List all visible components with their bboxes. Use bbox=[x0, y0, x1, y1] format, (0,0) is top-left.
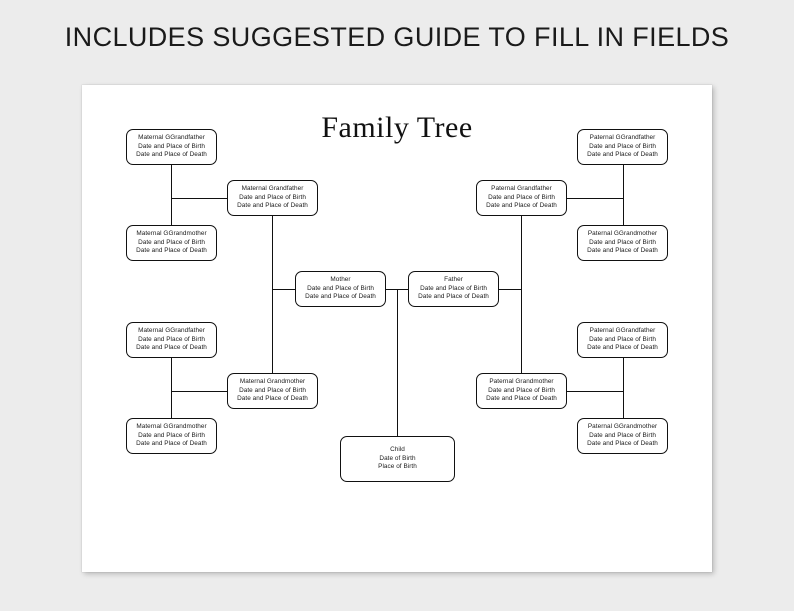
node-line-3: Date and Place of Death bbox=[587, 440, 658, 448]
connector-maternal-grandfather-stub bbox=[171, 198, 227, 200]
node-line-2: Date and Place of Birth bbox=[239, 193, 306, 201]
node-line-2: Date and Place of Birth bbox=[488, 193, 555, 201]
node-line-2: Date and Place of Birth bbox=[239, 386, 306, 394]
connector-paternal-lower-spine bbox=[623, 358, 625, 442]
connector-maternal-upper-spine bbox=[171, 165, 173, 249]
family-tree-sheet: Family Tree Maternal GGrandfather Date a… bbox=[82, 85, 712, 572]
node-line-1: Paternal GGrandmother bbox=[587, 423, 658, 431]
node-line-2: Date and Place of Birth bbox=[138, 431, 205, 439]
node-line-3: Date and Place of Death bbox=[587, 344, 658, 352]
node-paternal-ggrandmother-1[interactable]: Paternal GGrandmother Date and Place of … bbox=[577, 225, 668, 261]
banner-title: INCLUDES SUGGESTED GUIDE TO FILL IN FIEL… bbox=[64, 22, 730, 52]
node-line-1: Child bbox=[390, 446, 405, 454]
node-maternal-ggrandfather-2[interactable]: Maternal GGrandfather Date and Place of … bbox=[126, 322, 217, 358]
node-maternal-ggrandfather-1[interactable]: Maternal GGrandfather Date and Place of … bbox=[126, 129, 217, 165]
node-maternal-grandmother[interactable]: Maternal Grandmother Date and Place of B… bbox=[227, 373, 318, 409]
node-line-3: Date and Place of Death bbox=[418, 293, 489, 301]
chart-title: Family Tree bbox=[321, 111, 473, 144]
node-line-1: Mother bbox=[330, 276, 351, 284]
connector-paternal-upper-spine bbox=[623, 165, 625, 249]
connector-paternal-grandfather-stub bbox=[567, 198, 623, 200]
node-line-1: Paternal GGrandmother bbox=[587, 230, 658, 238]
node-father[interactable]: Father Date and Place of Birth Date and … bbox=[408, 271, 499, 307]
node-maternal-ggrandmother-2[interactable]: Maternal GGrandmother Date and Place of … bbox=[126, 418, 217, 454]
node-line-2: Date and Place of Birth bbox=[138, 238, 205, 246]
node-line-1: Maternal GGrandfather bbox=[138, 327, 205, 335]
node-line-2: Date and Place of Birth bbox=[307, 284, 374, 292]
node-line-1: Paternal GGrandfather bbox=[589, 327, 656, 335]
node-line-2: Date and Place of Birth bbox=[420, 284, 487, 292]
node-maternal-grandfather[interactable]: Maternal Grandfather Date and Place of B… bbox=[227, 180, 318, 216]
node-line-1: Maternal GGrandmother bbox=[136, 423, 207, 431]
node-line-3: Date and Place of Death bbox=[486, 395, 557, 403]
node-line-1: Maternal Grandmother bbox=[239, 378, 306, 386]
connector-maternal-mid-spine bbox=[272, 216, 274, 373]
node-line-3: Date and Place of Death bbox=[136, 344, 207, 352]
node-line-3: Date and Place of Death bbox=[486, 202, 557, 210]
connector-paternal-mid-spine bbox=[521, 216, 523, 373]
node-paternal-ggrandmother-2[interactable]: Paternal GGrandmother Date and Place of … bbox=[577, 418, 668, 454]
node-line-1: Maternal GGrandfather bbox=[138, 134, 205, 142]
node-line-2: Date and Place of Birth bbox=[589, 431, 656, 439]
node-line-3: Date and Place of Death bbox=[136, 151, 207, 159]
node-line-3: Date and Place of Death bbox=[237, 202, 308, 210]
node-line-3: Date and Place of Death bbox=[587, 247, 658, 255]
node-line-1: Paternal Grandfather bbox=[491, 185, 552, 193]
node-line-2: Date and Place of Birth bbox=[138, 335, 205, 343]
connector-maternal-grandmother-stub bbox=[171, 391, 227, 393]
node-line-3: Place of Birth bbox=[378, 463, 417, 471]
node-paternal-grandfather[interactable]: Paternal Grandfather Date and Place of B… bbox=[476, 180, 567, 216]
node-line-2: Date and Place of Birth bbox=[589, 142, 656, 150]
node-line-1: Father bbox=[444, 276, 463, 284]
node-line-2: Date and Place of Birth bbox=[589, 335, 656, 343]
node-line-3: Date and Place of Death bbox=[136, 440, 207, 448]
node-line-2: Date and Place of Birth bbox=[138, 142, 205, 150]
node-maternal-ggrandmother-1[interactable]: Maternal GGrandmother Date and Place of … bbox=[126, 225, 217, 261]
connector-child-descent bbox=[397, 289, 399, 436]
node-mother[interactable]: Mother Date and Place of Birth Date and … bbox=[295, 271, 386, 307]
node-line-1: Paternal GGrandfather bbox=[589, 134, 656, 142]
connector-maternal-lower-spine bbox=[171, 358, 173, 442]
node-line-3: Date and Place of Death bbox=[305, 293, 376, 301]
node-line-1: Paternal Grandmother bbox=[489, 378, 554, 386]
node-line-3: Date and Place of Death bbox=[587, 151, 658, 159]
node-paternal-ggrandfather-2[interactable]: Paternal GGrandfather Date and Place of … bbox=[577, 322, 668, 358]
connector-father-stub bbox=[499, 289, 522, 291]
node-line-1: Maternal Grandfather bbox=[241, 185, 304, 193]
connector-mother-stub bbox=[272, 289, 295, 291]
node-paternal-ggrandfather-1[interactable]: Paternal GGrandfather Date and Place of … bbox=[577, 129, 668, 165]
node-line-2: Date and Place of Birth bbox=[488, 386, 555, 394]
node-paternal-grandmother[interactable]: Paternal Grandmother Date and Place of B… bbox=[476, 373, 567, 409]
node-child[interactable]: Child Date of Birth Place of Birth bbox=[340, 436, 455, 482]
node-line-1: Maternal GGrandmother bbox=[136, 230, 207, 238]
node-line-3: Date and Place of Death bbox=[136, 247, 207, 255]
connector-paternal-grandmother-stub bbox=[567, 391, 623, 393]
node-line-3: Date and Place of Death bbox=[237, 395, 308, 403]
node-line-2: Date of Birth bbox=[379, 454, 416, 462]
node-line-2: Date and Place of Birth bbox=[589, 238, 656, 246]
